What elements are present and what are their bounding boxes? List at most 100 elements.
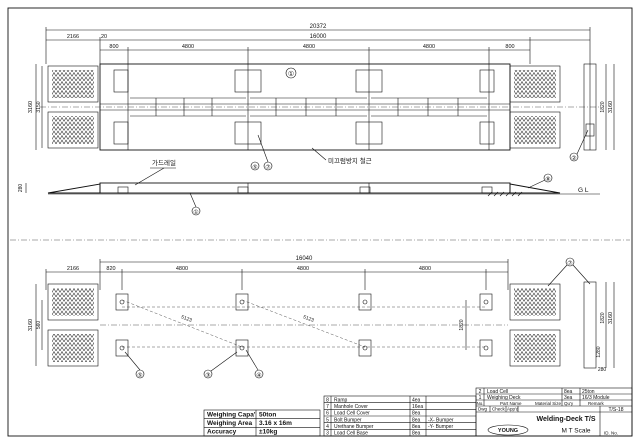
manhole-cover [479, 121, 495, 145]
bom-qty: 8ea [564, 389, 573, 395]
side-view: 가드레일 280 ① ⑧ G L [18, 158, 600, 216]
bom-name: Load Cell [487, 389, 508, 395]
top-view: 20372 2166 20 16000 800 4800 4800 4800 8… [28, 24, 615, 171]
ramp-left-upper [47, 65, 99, 103]
load-cell-base [358, 339, 372, 357]
bom-no: 5 [326, 417, 329, 423]
drawing-title: Welding-Deck T/S [537, 416, 596, 423]
dim-b-module-a: 4800 [176, 266, 188, 272]
load-cell-base [115, 293, 129, 311]
spec-table: Weighing Capa' 50ton Weighing Area 3.16 … [203, 409, 321, 437]
bom-no: 3 [326, 431, 329, 437]
dim-b-h-right-bottom: 280 [598, 367, 607, 373]
load-cell-base [358, 293, 372, 311]
spec-label: Accuracy [207, 429, 237, 436]
side-callout-item-8: ⑧ [545, 176, 550, 183]
callout-item-7: ⑦ [265, 164, 270, 171]
dim-h-outer: 3160 [28, 101, 34, 113]
dim-diag-b: 5123 [302, 314, 315, 324]
dim-gap: 20 [101, 34, 107, 40]
b-callout-item-3: ③ [205, 372, 210, 379]
bom-header-size: Material Size [535, 401, 562, 406]
dim-module-b: 4800 [303, 44, 315, 50]
dim-b-h-outer: 3160 [28, 319, 34, 331]
dim-b-module-c: 4800 [419, 266, 431, 272]
load-cell-base [479, 339, 493, 357]
manhole-cover [234, 69, 262, 93]
side-height-dim: 280 [18, 184, 24, 193]
bom-no: 7 [326, 404, 329, 410]
dim-b-inner: 16040 [296, 256, 313, 262]
bom-no: 8 [326, 398, 329, 404]
bom-header-qty: Qu'y [564, 401, 574, 406]
side-ramp-right [509, 183, 561, 194]
dim-end-left: 800 [109, 44, 118, 50]
side-guide-rails [117, 186, 493, 194]
bom-name: Bolt Bumper [334, 417, 362, 423]
manhole-cover [479, 69, 495, 93]
side-deck [99, 182, 511, 194]
bom-remark: 16/3 Module [582, 395, 610, 401]
spec-value: 3.16 x 16m [259, 420, 292, 427]
bom-remark: -X- Bumper [428, 417, 454, 423]
manhole-cover [113, 121, 129, 145]
scale-label: M T Scale [561, 428, 590, 435]
callout-item-5: ⑤ [252, 164, 257, 171]
dim-diag-a: 5123 [180, 314, 193, 324]
manhole-cover [355, 121, 383, 145]
dim-module-a: 4800 [182, 44, 194, 50]
bom-name: Load Cell Base [334, 431, 368, 437]
b-ramp-right-lower [509, 329, 561, 367]
spec-value: 50ton [259, 412, 276, 419]
side-ramp-left [47, 183, 101, 194]
dim-end-right: 800 [505, 44, 514, 50]
bom-no: 1 [479, 395, 482, 401]
bom-qty: 3ea [564, 395, 573, 401]
deck-ribs [155, 98, 459, 116]
bom-header-remark: Remark [588, 401, 605, 406]
bom-qty: 8ea [412, 411, 421, 417]
dim-b-h-inner: 560 [36, 321, 42, 330]
dim-b-h-right-inner: 1820 [600, 312, 606, 323]
tb-app: App'd [507, 407, 519, 412]
load-cell-base [235, 293, 249, 311]
bom-header-part-name: Part Name [500, 401, 522, 406]
b-callout-item-7: ⑦ [567, 260, 572, 267]
b-ramp-right-upper [509, 283, 561, 321]
dim-b-h-right-outer: 3160 [608, 312, 614, 324]
bom-qty: 4ea [412, 398, 421, 404]
bom-name: Urethane Bumper [334, 424, 374, 430]
dim-module-c: 4800 [423, 44, 435, 50]
b-callout-item-4: ④ [256, 372, 261, 379]
load-cell-base [479, 293, 493, 311]
b-side-section [583, 281, 597, 369]
manhole-cover [355, 69, 383, 93]
spec-value: ±10kg [259, 429, 277, 436]
guide-rail-label: 가드레일 [152, 158, 176, 167]
bom-qty: 8ea [412, 424, 421, 430]
bom-no: 2 [479, 389, 482, 395]
bom-qty: 8ea [412, 417, 421, 423]
bom-qty: 8ea [412, 431, 421, 437]
anti-slip-label: 미끄럼방지 철근 [328, 156, 372, 165]
bom-name: Weighing Deck [487, 395, 521, 401]
b-ramp-left-lower [47, 329, 99, 367]
bom-remark: -Y- Bumper [428, 424, 453, 430]
svg-text:YOUNG: YOUNG [498, 428, 518, 434]
dim-h-mid: 1820 [600, 101, 606, 112]
dim-b-h-right-lower: 1280 [596, 346, 602, 357]
side-callout-item-1: ① [193, 209, 198, 216]
bom-header-no: No. [476, 401, 483, 406]
callout-item-1: ① [288, 70, 294, 78]
callout-item-2: ② [571, 155, 576, 162]
tb-dwg: Dwg [478, 407, 487, 412]
bom-remark: 25ton [582, 389, 595, 395]
dim-h-right-outer: 3160 [608, 101, 614, 113]
title-block: 2 Load Cell 8ea 25ton 1 Weighing Deck 3e… [475, 387, 633, 437]
manhole-cover [113, 69, 129, 93]
dim-b-h-mid: 1820 [459, 319, 465, 330]
load-cell-base [115, 339, 129, 357]
bom-name: Load Cell Cover [334, 411, 370, 417]
dim-left-ramp: 2166 [67, 34, 79, 40]
